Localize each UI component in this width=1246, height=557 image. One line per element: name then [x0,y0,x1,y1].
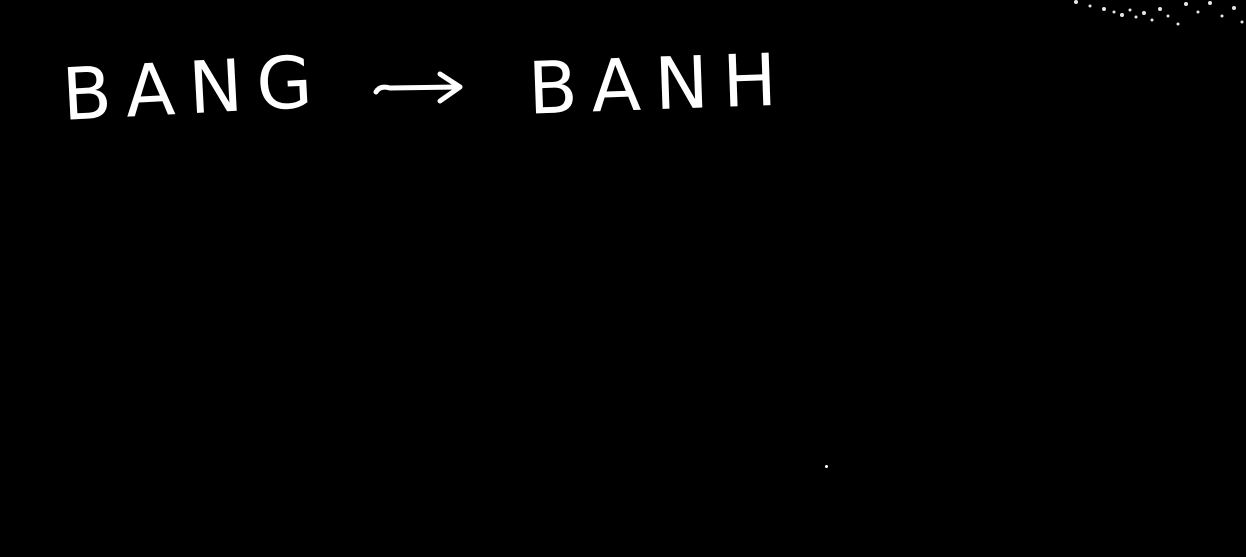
chalk-smudge [1074,0,1244,26]
chalk-speck [825,465,828,468]
word-to: BANH [526,37,793,131]
handwritten-line: BANG BANH [60,37,792,136]
right-arrow-icon [373,71,463,104]
word-from: BANG [59,39,329,137]
